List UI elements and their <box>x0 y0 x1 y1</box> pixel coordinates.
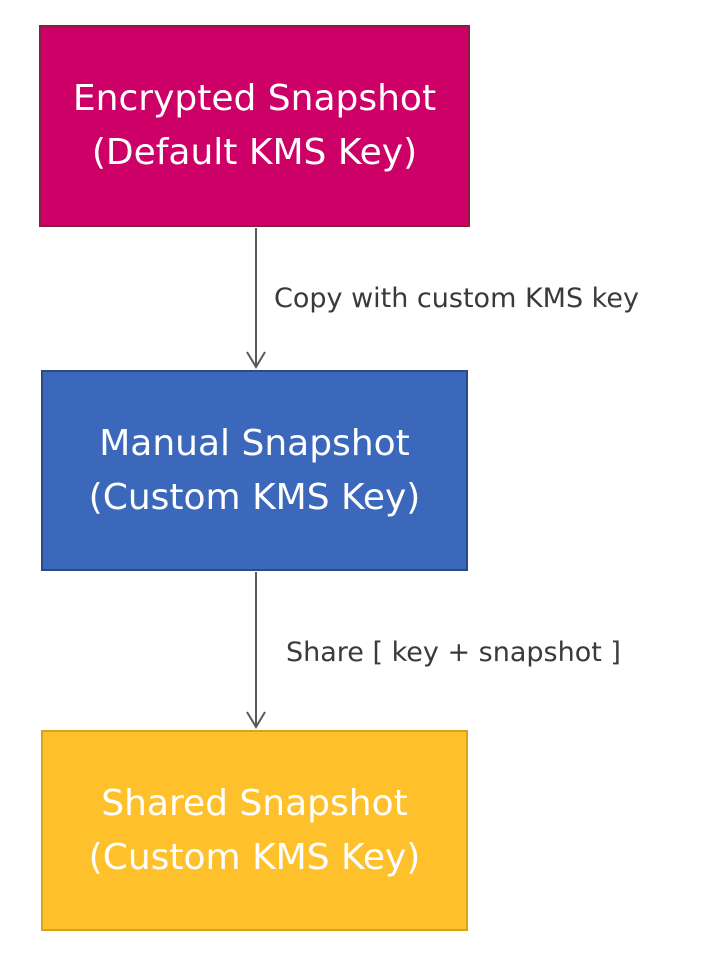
encrypted-snapshot-node: Encrypted Snapshot (Default KMS Key) <box>39 25 470 227</box>
manual-snapshot-node: Manual Snapshot (Custom KMS Key) <box>41 370 468 571</box>
node-subtitle: (Default KMS Key) <box>91 132 418 173</box>
edge-label-share: Share [ key + snapshot ] <box>286 637 621 668</box>
node-subtitle: (Custom KMS Key) <box>88 476 421 518</box>
arrow-1 <box>246 228 266 369</box>
node-title: Shared Snapshot <box>101 782 408 824</box>
node-subtitle: (Custom KMS Key) <box>88 836 421 878</box>
shared-snapshot-node: Shared Snapshot (Custom KMS Key) <box>41 730 468 931</box>
node-title: Manual Snapshot <box>99 422 410 464</box>
arrow-2 <box>246 572 266 729</box>
edge-label-copy: Copy with custom KMS key <box>274 283 639 314</box>
node-title: Encrypted Snapshot <box>72 78 437 119</box>
